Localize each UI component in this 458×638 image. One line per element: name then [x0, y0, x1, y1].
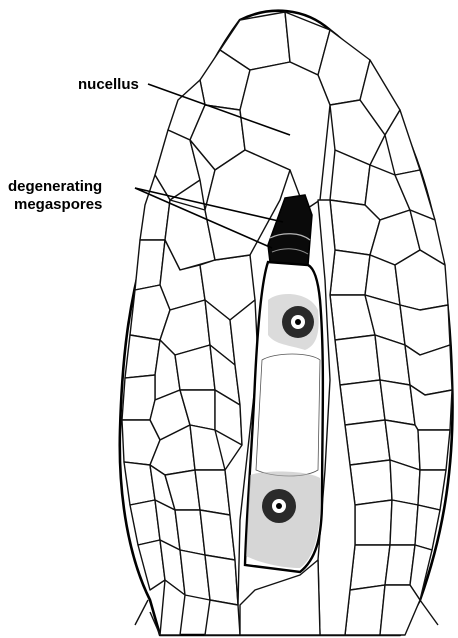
degenerating-label: degenerating: [8, 178, 102, 195]
megaspores-label: megaspores: [14, 196, 102, 213]
nucellus-label: nucellus: [78, 76, 139, 93]
